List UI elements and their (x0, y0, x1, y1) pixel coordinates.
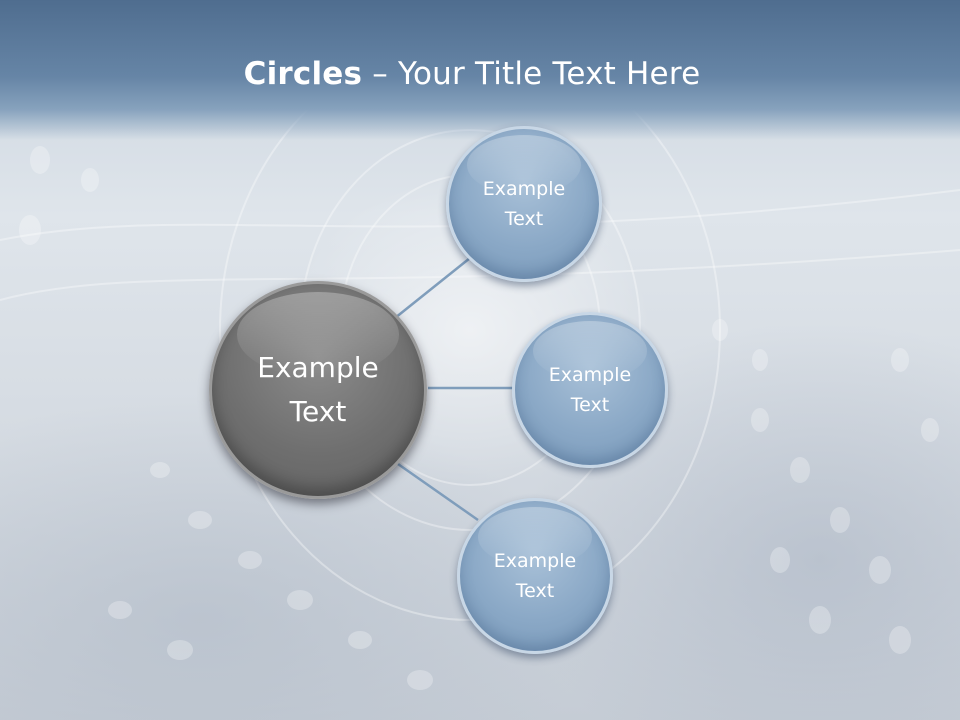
node-middle-label-line1: Example (548, 364, 632, 386)
connector-bottom (397, 462, 479, 522)
center-circle[interactable]: Example Text (209, 281, 427, 499)
slide-title[interactable]: Circles – Your Title Text Here (0, 56, 944, 92)
node-middle-label-line2: Text (570, 394, 610, 416)
center-circle-label-line2: Text (289, 395, 347, 428)
center-circle-label-line1: Example (257, 351, 379, 384)
node-top-label-line2: Text (504, 208, 544, 230)
node-bottom-label-line2: Text (515, 580, 555, 602)
node-circle-middle[interactable]: Example Text (512, 312, 668, 468)
connector-top (394, 257, 471, 319)
title-bold-part: Circles (243, 56, 363, 92)
title-bar (0, 0, 960, 140)
node-circle-bottom[interactable]: Example Text (457, 498, 613, 654)
node-bottom-label-line1: Example (493, 550, 577, 572)
node-circle-top[interactable]: Example Text (446, 126, 602, 282)
node-top-label-line1: Example (482, 178, 566, 200)
title-rest-part: – Your Title Text Here (362, 56, 701, 92)
